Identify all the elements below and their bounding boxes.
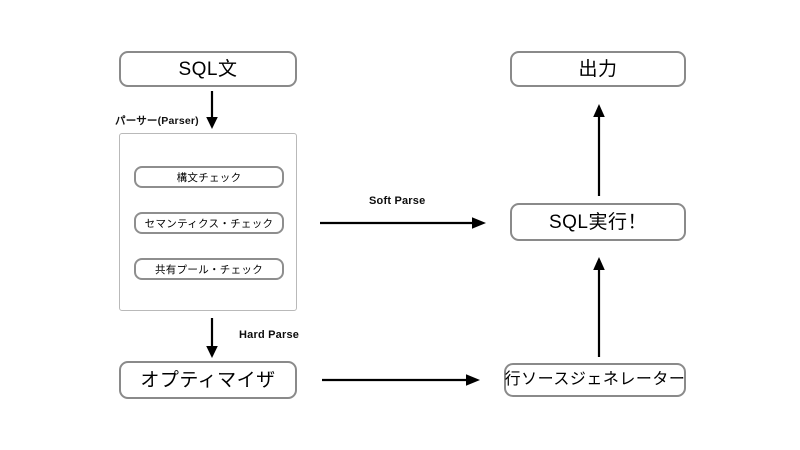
node-optimizer[interactable]: オプティマイザ [119, 361, 297, 399]
node-sql-execute[interactable]: SQL実行！ [510, 203, 686, 241]
parser-check-semantics[interactable]: セマンティクス・チェック [134, 212, 284, 234]
node-sql-statement[interactable]: SQL文 [119, 51, 297, 87]
parser-check-shared-pool[interactable]: 共有プール・チェック [134, 258, 284, 280]
arrow-parser-to-execute [320, 216, 486, 230]
arrow-optimizer-to-rowsource [322, 373, 480, 387]
parser-container: 構文チェック セマンティクス・チェック 共有プール・チェック [119, 133, 297, 311]
node-row-source-generator[interactable]: 行ソースジェネレーター [504, 363, 686, 397]
node-output[interactable]: 出力 [510, 51, 686, 87]
edge-label-hard-parse: Hard Parse [239, 329, 300, 341]
arrow-rowsource-to-execute [587, 257, 611, 357]
arrow-execute-to-output [587, 104, 611, 196]
arrow-sql-to-parser [200, 91, 224, 129]
arrow-parser-to-optimizer [200, 318, 224, 358]
parser-label: パーサー(Parser) [115, 115, 199, 127]
edge-label-soft-parse: Soft Parse [369, 195, 426, 207]
parser-check-syntax[interactable]: 構文チェック [134, 166, 284, 188]
